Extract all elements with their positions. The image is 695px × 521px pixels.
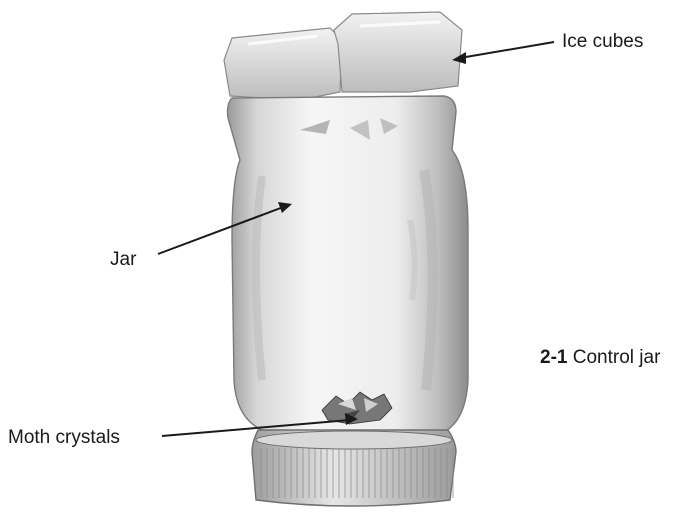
jar-lid bbox=[252, 430, 456, 506]
jar bbox=[228, 96, 469, 432]
figure-caption: 2-1 Control jar bbox=[540, 348, 660, 367]
label-ice-cubes: Ice cubes bbox=[562, 32, 643, 51]
figure-caption-text: Control jar bbox=[573, 347, 661, 368]
figure-number: 2-1 bbox=[540, 347, 567, 368]
ice-cubes bbox=[224, 12, 462, 100]
ice-cubes-leader bbox=[460, 42, 554, 58]
label-jar: Jar bbox=[110, 250, 136, 269]
label-moth-crystals: Moth crystals bbox=[8, 428, 120, 447]
